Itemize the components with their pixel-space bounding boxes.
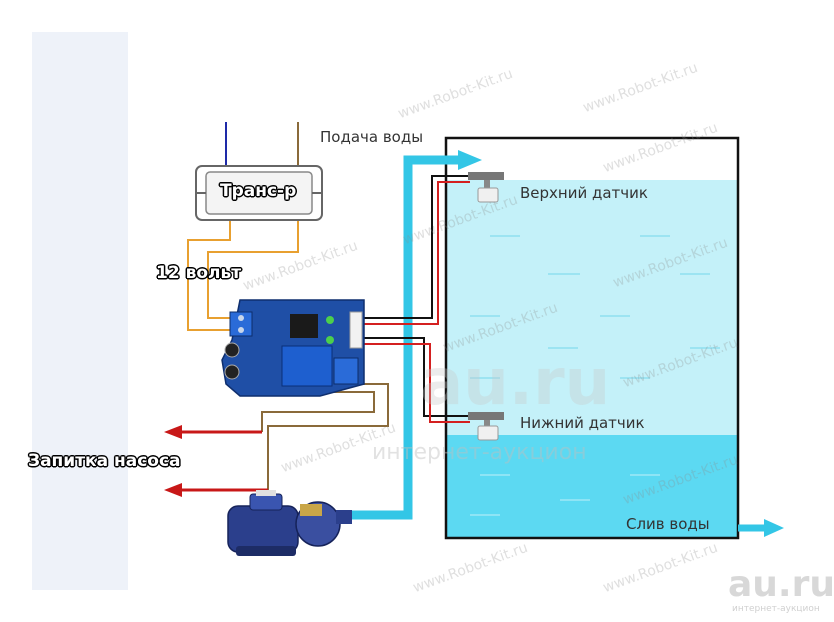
lower-sensor-wire-black [362, 337, 470, 417]
tank-water-upper [446, 180, 738, 435]
led-1 [326, 316, 334, 324]
terminal-block-relay [333, 357, 359, 385]
voltage-label: 12 вольт [156, 263, 242, 283]
water-ripples-lower [470, 474, 660, 516]
terminal-block-power [229, 311, 253, 337]
drain-arrow [764, 519, 784, 537]
secondary-wire-1 [187, 218, 236, 331]
lower-sensor-wire-red [362, 343, 470, 423]
control-board [221, 299, 365, 397]
pump-arrow-head-2 [164, 483, 182, 497]
tank-water-lower [446, 435, 738, 538]
upper-sensor-label: Верхний датчик [520, 184, 648, 202]
upper-sensor-wire-red [362, 181, 470, 325]
auction-watermark: au.ru [420, 346, 611, 420]
capacitor-2 [224, 364, 240, 380]
water-supply-label: Подача воды [320, 128, 424, 146]
upper-sensor [468, 172, 504, 203]
lower-sensor-label: Нижний датчик [520, 414, 645, 432]
chip [290, 314, 318, 338]
au-ru-logo-sub: интернет-аукцион [732, 604, 820, 614]
sensor-connector [349, 311, 363, 349]
au-ru-logo: au.ru [728, 564, 834, 605]
water-ripples [470, 235, 720, 379]
relay [281, 345, 333, 387]
lower-sensor [468, 412, 504, 441]
pump-wire-2 [267, 383, 389, 490]
led-2 [326, 336, 334, 344]
water-drain-label: Слив воды [626, 515, 710, 533]
supply-arrow [458, 150, 482, 170]
left-panel [32, 32, 128, 590]
pump-wire-1 [261, 391, 375, 432]
pump [227, 490, 352, 556]
water-tank [444, 136, 740, 540]
pump-arrow-head-1 [164, 425, 182, 439]
secondary-wire-2 [207, 218, 299, 319]
transformer-label: Транс-р [220, 181, 297, 201]
upper-sensor-wire-black [362, 175, 470, 319]
pump-power-label: Запитка насоса [28, 451, 181, 471]
capacitor-1 [224, 342, 240, 358]
auction-watermark-sub: интернет-аукцион [372, 440, 587, 465]
